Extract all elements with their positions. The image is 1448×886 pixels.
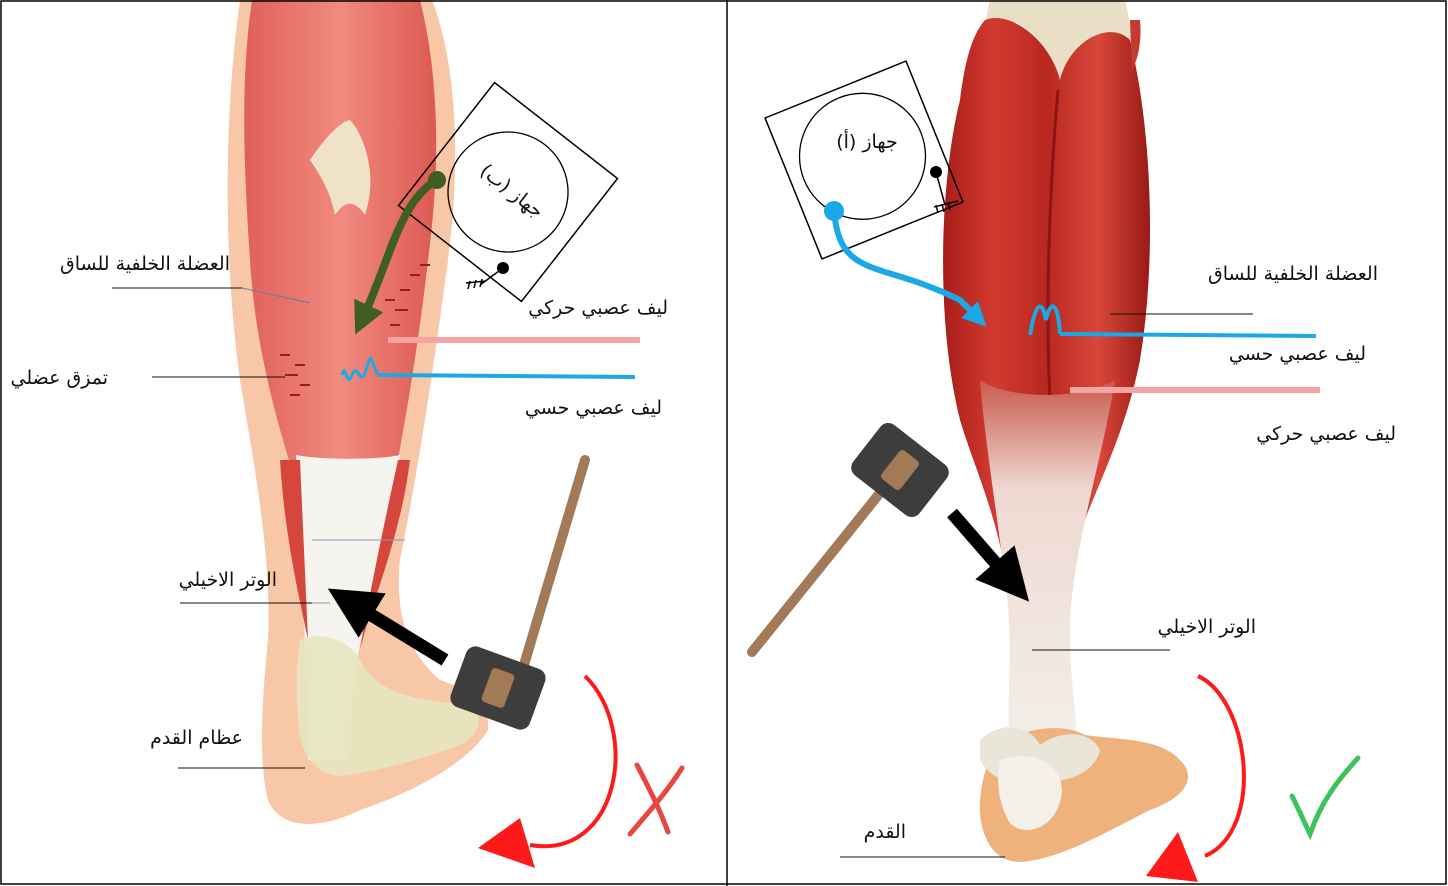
right-muscle-label: العضلة الخلفية للساق — [1208, 263, 1378, 285]
right-device — [765, 61, 963, 259]
right-foot-label: القدم — [864, 821, 906, 843]
right-result-check-icon — [1292, 758, 1358, 834]
right-hammer-head-icon — [847, 419, 953, 521]
left-tendon-label: الوتر الاخيلي — [179, 569, 277, 591]
left-reflex-arrow — [530, 676, 616, 846]
right-reflex-arrow — [1198, 676, 1244, 856]
left-result-x-icon — [630, 765, 682, 834]
left-sensory-fiber-line — [378, 375, 635, 377]
left-reflex-arrowhead — [478, 818, 535, 868]
right-sensory-fiber-label: ليف عصبي حسي — [1229, 343, 1366, 365]
left-foot-bones-label: عظام القدم — [150, 727, 243, 749]
right-tendon-label: الوتر الاخيلي — [1158, 616, 1256, 638]
right-reflex-arrowhead — [1146, 832, 1198, 882]
right-panel: جهاز (أ) العضلة الخلفية للساق ليف عصبي ح… — [0, 0, 1396, 882]
left-device-label: جهاز (ب) — [476, 160, 548, 223]
left-calf-muscle — [244, 0, 436, 472]
left-hammer-handle — [518, 460, 585, 685]
right-motor-fiber-label: ليف عصبي حركي — [1256, 423, 1396, 445]
right-sensory-fiber-line — [1060, 334, 1316, 336]
left-tear-label: تمزق عضلي — [11, 367, 108, 389]
left-sensory-fiber-label: ليف عصبي حسي — [525, 397, 662, 419]
right-hammer-handle — [752, 478, 892, 652]
left-motor-fiber-label: ليف عصبي حركي — [528, 297, 668, 319]
left-panel: جهاز (ب) العضلة الخلفية للساق تمزق عضلي … — [0, 0, 682, 868]
right-device-label: جهاز (أ) — [836, 129, 898, 153]
left-muscle-label: العضلة الخلفية للساق — [60, 253, 230, 275]
left-ground-icon — [466, 268, 503, 289]
